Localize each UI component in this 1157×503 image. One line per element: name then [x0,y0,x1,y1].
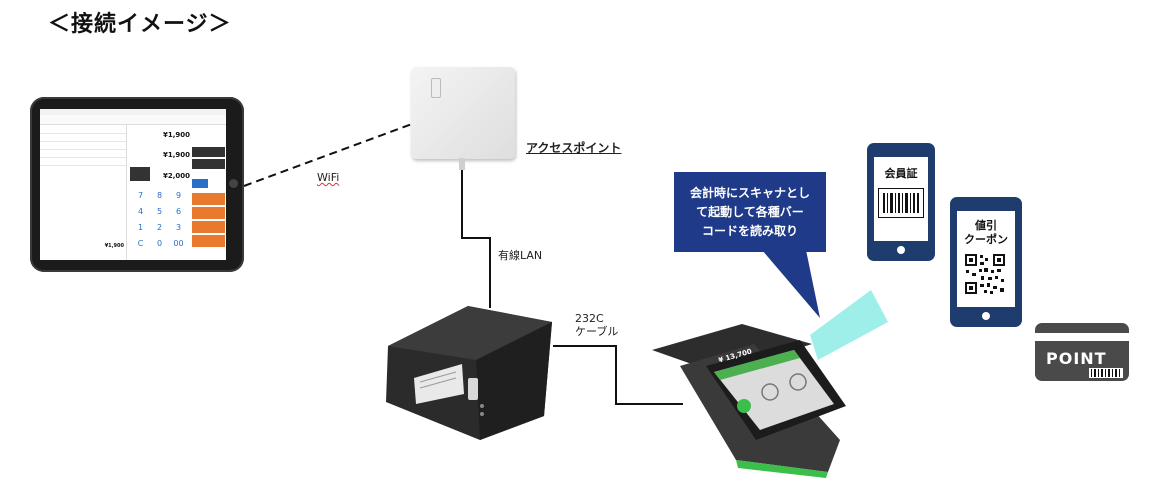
access-point-vent [431,78,441,98]
keypad-key: 00 [173,239,184,248]
bubble-tail [762,250,820,318]
keypad-key: 0 [156,239,163,248]
point-card-label: POINT [1046,349,1107,368]
qr-code-icon [964,253,1006,295]
serial-cable-label-line2: ケーブル [575,325,619,338]
callout-line-1: 会計時にスキャナとし [689,185,810,200]
keypad-key: C [137,239,144,248]
wifi-link [243,123,413,187]
lan-cable [461,170,491,308]
scan-beam [810,290,888,360]
coupon-label-line2: クーポン [964,233,1008,246]
phone-home-button [982,312,990,320]
serial-cable [553,345,683,405]
tablet-amount-2: ¥1,900 [162,151,190,159]
keypad-key: 5 [156,207,163,216]
keypad-key: 3 [175,223,182,232]
access-point-connector [459,158,465,170]
keypad-key: 8 [156,191,163,200]
callout-line-3: コードを読み取り [701,223,798,238]
wifi-label: WiFi [317,171,340,184]
member-card-label: 会員証 [884,167,918,180]
wired-lan-label: 有線LAN [498,249,543,262]
coupon-label-line1: 値引 [975,219,997,232]
page-title: ＜接続イメージ＞ [48,12,232,37]
coupon-label: 値引 クーポン [957,219,1015,247]
phone-home-button [897,246,905,254]
tablet-device: ¥1,900 ¥1,900 ¥1,900 ¥2,000 7 8 9 4 5 6 … [30,97,244,272]
receipt-printer [386,306,552,440]
tablet-amount-1: ¥1,900 [162,131,190,139]
tablet-total: ¥1,900 [104,243,124,249]
point-card-stripe [1035,333,1129,341]
tablet-home-button [229,179,238,188]
serial-cable-label-line1: 232C [575,312,604,325]
tablet-amount-3: ¥2,000 [162,172,190,180]
access-point-device [411,67,515,159]
scanner-callout: 会計時にスキャナとし て起動して各種バー コードを読み取り [674,172,826,252]
keypad-key: 7 [137,191,144,200]
serial-cable-label: 232C ケーブル [575,312,618,338]
keypad-key: 4 [137,207,144,216]
barcode-icon [878,188,924,218]
point-card-barcode-icon [1089,368,1123,378]
keypad-key: 2 [156,223,163,232]
tablet-pos-screen: ¥1,900 ¥1,900 ¥1,900 ¥2,000 7 8 9 4 5 6 … [40,109,226,260]
keypad-key: 6 [175,207,182,216]
access-point-label: アクセスポイント [526,141,622,155]
keypad-key: 1 [137,223,144,232]
callout-line-2: て起動して各種バー [696,204,804,219]
payment-terminal [652,324,846,478]
keypad-key: 9 [175,191,182,200]
